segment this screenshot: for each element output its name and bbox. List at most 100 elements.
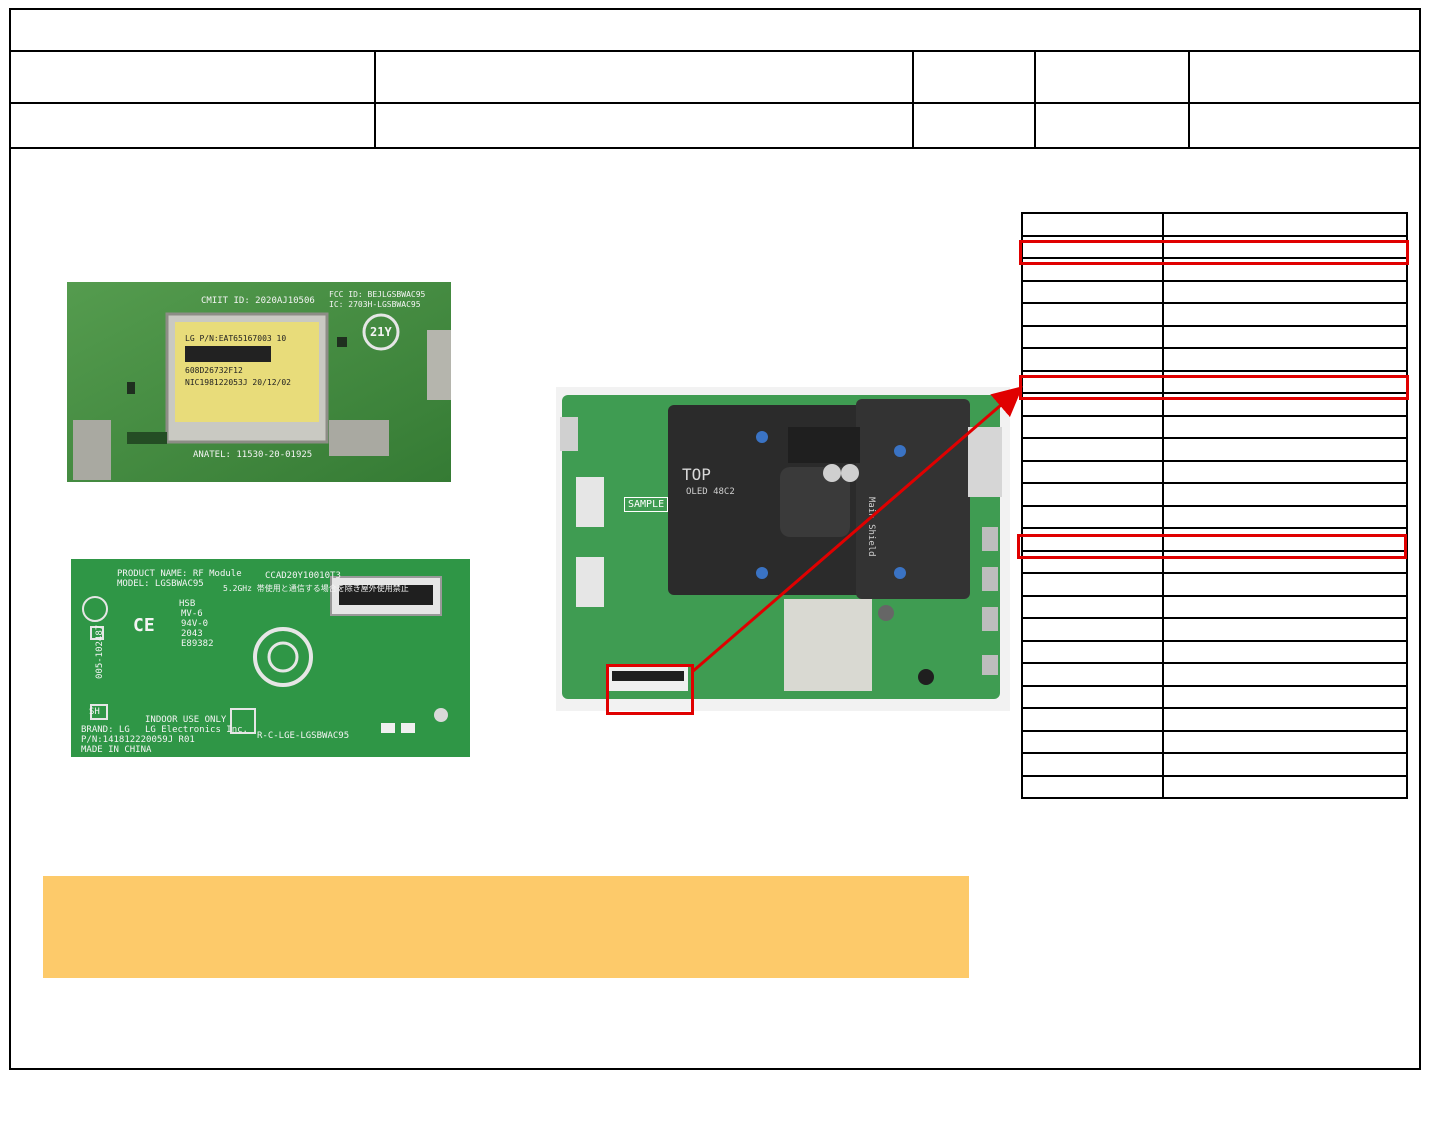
ic-label: IC: 2703H-LGSBWAC95 [329, 300, 421, 309]
brand-label: BRAND: LG [81, 725, 130, 735]
pin-number-cell [1021, 707, 1164, 732]
pin-table-row [1021, 392, 1408, 417]
pin-signal-cell [1162, 617, 1408, 642]
header-col-divider-3 [1034, 51, 1036, 148]
header-divider-bottom [11, 147, 1421, 149]
made-in-label: MADE IN CHINA [81, 745, 152, 755]
pin-number-cell [1021, 324, 1164, 349]
pin-table-row [1021, 234, 1408, 259]
pin-signal-cell [1162, 414, 1408, 439]
lg-part-number-label: LG P/N:EAT65167003 10 [185, 334, 287, 343]
mv-label: MV-6 [181, 609, 203, 619]
fcc-id-label: FCC ID: BEJLGSBWAC95 [329, 290, 426, 299]
main-board-photo: TOP OLED 48C2 SAMPLE Main Shield [556, 387, 1010, 711]
module-code-2: NIC198122053J 20/12/02 [185, 378, 291, 387]
pin-number-cell [1021, 369, 1164, 394]
pin-number-cell [1021, 459, 1164, 484]
pin-signal-cell [1162, 527, 1408, 552]
product-name-label: PRODUCT NAME: RF Module [117, 569, 242, 579]
page-frame [9, 8, 1421, 1070]
sh-label: SH [89, 707, 100, 717]
pin-number-cell [1021, 639, 1164, 664]
pin-number-cell [1021, 347, 1164, 372]
pin-signal-cell [1162, 347, 1408, 372]
sample-label: SAMPLE [624, 497, 669, 512]
pin-table-row [1021, 549, 1408, 574]
pin-table-row [1021, 752, 1408, 777]
pin-number-cell [1021, 437, 1164, 462]
pin-number-cell [1021, 279, 1164, 304]
pin-table-row [1021, 459, 1408, 484]
date-code-label: 2043 [181, 629, 203, 639]
header-divider-top [11, 50, 1421, 52]
header-divider-middle [11, 102, 1421, 104]
hsb-label: HSB [179, 599, 196, 609]
pin-table-row [1021, 437, 1408, 462]
cmiit-id-label: CMIIT ID: 2020AJ10506 [201, 296, 315, 306]
pin-signal-cell [1162, 459, 1408, 484]
e-code-label: E89382 [181, 639, 214, 649]
pin-number-cell [1021, 234, 1164, 259]
pin-number-cell [1021, 684, 1164, 709]
header-col-divider-4 [1188, 51, 1190, 148]
pin-table [1021, 212, 1408, 799]
pin-signal-cell [1162, 369, 1408, 394]
pin-signal-cell [1162, 482, 1408, 507]
anatel-label: ANATEL: 11530-20-01925 [193, 450, 313, 460]
pin-table-row [1021, 414, 1408, 439]
wifi-module-back-photo: PRODUCT NAME: RF Module MODEL: LGSBWAC95… [71, 559, 470, 757]
pin-row-highlight-1 [1019, 240, 1409, 265]
wifi-back-pcb-drawing [71, 559, 470, 757]
pin-table-row [1021, 369, 1408, 394]
pin-signal-cell [1162, 324, 1408, 349]
pin-number-cell [1021, 392, 1164, 417]
module-code-1: 608D26732F12 [185, 366, 243, 375]
pin-signal-cell [1162, 437, 1408, 462]
pin-table-row [1021, 729, 1408, 754]
pin-table-row [1021, 279, 1408, 304]
pin-signal-cell [1162, 392, 1408, 417]
pin-signal-cell [1162, 234, 1408, 259]
pin-signal-cell [1162, 279, 1408, 304]
pin-table-row [1021, 257, 1408, 282]
pin-row-highlight-3 [1017, 534, 1407, 559]
pin-table-row [1021, 707, 1408, 732]
wifi-module-front-photo: CMIIT ID: 2020AJ10506 FCC ID: BEJLGSBWAC… [67, 282, 451, 482]
pin-number-cell [1021, 774, 1164, 799]
connector-highlight-box [606, 664, 694, 715]
badge-21y: 21Y [370, 325, 392, 339]
pin-table-row [1021, 617, 1408, 642]
pin-table-row [1021, 774, 1408, 799]
pin-number-cell [1021, 257, 1164, 282]
maker-label: LG Electronics Inc. [145, 725, 248, 735]
pin-number-cell [1021, 482, 1164, 507]
pin-number-cell [1021, 594, 1164, 619]
v0-label: 94V-0 [181, 619, 209, 629]
pin-signal-cell [1162, 257, 1408, 282]
pin-table-row [1021, 347, 1408, 372]
pin-signal-cell [1162, 707, 1408, 732]
rc-code-label: R-C-LGE-LGSBWAC95 [257, 731, 350, 741]
pin-number-cell [1021, 572, 1164, 597]
pin-table-row [1021, 684, 1408, 709]
model-label: MODEL: LGSBWAC95 [117, 579, 204, 589]
pin-signal-cell [1162, 302, 1408, 327]
cca-code-label: CCAD20Y10010T3 [265, 571, 341, 581]
pin-number-cell [1021, 414, 1164, 439]
indoor-use-label: INDOOR USE ONLY [145, 715, 227, 725]
top-direction-label: TOP [682, 465, 711, 484]
header-col-divider-1 [374, 51, 376, 148]
pin-table-row [1021, 302, 1408, 327]
header-col-divider-2 [912, 51, 914, 148]
note-box [43, 876, 969, 978]
japanese-notice-label: 5.2GHz 帯使用と通信する場合を除き屋外使用禁止 [223, 584, 409, 593]
ce-mark: CE [133, 615, 155, 636]
pin-signal-cell [1162, 774, 1408, 799]
part-number-label: P/N:141812220059J R01 [81, 735, 195, 745]
main-board-drawing [556, 387, 1010, 711]
model-print-label: OLED 48C2 [686, 487, 735, 497]
pin-table-row [1021, 639, 1408, 664]
pin-signal-cell [1162, 212, 1408, 237]
pin-number-cell [1021, 302, 1164, 327]
